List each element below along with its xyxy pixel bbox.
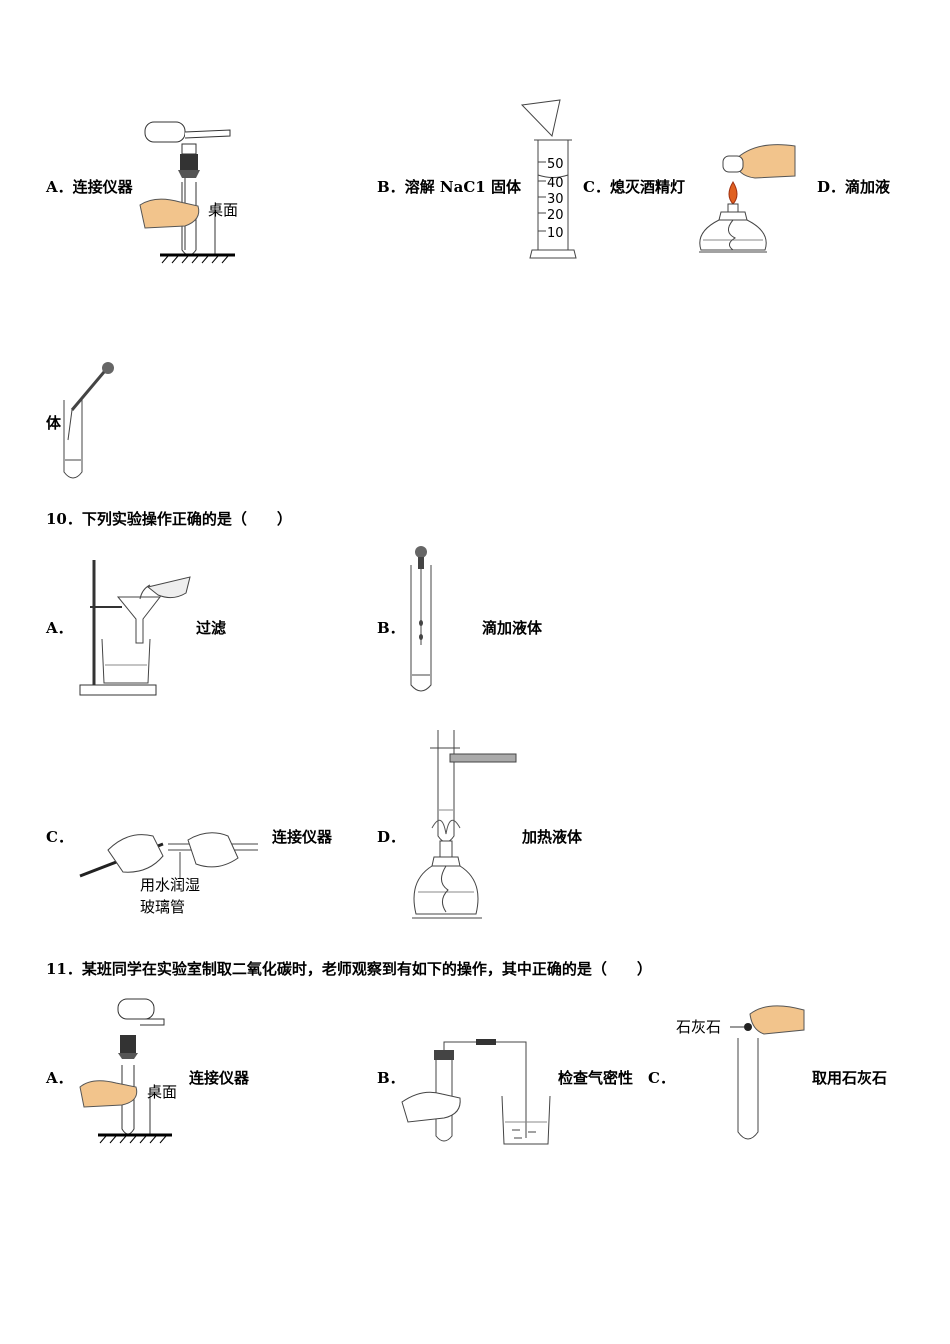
desk-label: 桌面 [208, 201, 239, 219]
q9-option-d-wrap: 体 [46, 414, 62, 432]
q10-option-c-text: 连接仪器 [272, 828, 333, 846]
q9-option-b: B．溶解 NaC1 固体 [377, 178, 521, 196]
figure-connect-on-desk-2 [80, 995, 180, 1145]
q9-option-a: A．连接仪器 [46, 178, 133, 196]
figure-dropper-into-tube [60, 362, 114, 485]
limestone-label: 石灰石 [676, 1018, 722, 1036]
figure-graduated-cylinder [520, 100, 580, 262]
question-11-title: 11．某班同学在实验室制取二氧化碳时，老师观察到有如下的操作，其中正确的是（ ） [46, 960, 652, 978]
q10-option-b-letter: B． [377, 619, 405, 637]
q10-option-d-text: 加热液体 [522, 828, 583, 846]
figure-connect-on-desk [140, 110, 250, 265]
q11-option-a-text: 连接仪器 [189, 1069, 250, 1087]
figure-filtration [78, 555, 198, 700]
q9-option-c: C．熄灭酒精灯 [583, 178, 685, 196]
q10-option-c-letter: C． [46, 828, 73, 846]
figure-dropper-inside-tube [405, 546, 437, 695]
wet-glass-tube-label-2: 玻璃管 [140, 898, 186, 916]
figure-alcohol-lamp-cap [695, 140, 800, 262]
wet-glass-tube-label-1: 用水润湿 [140, 876, 201, 894]
q9-option-d: D．滴加液 [817, 178, 891, 196]
q11-option-a-letter: A． [46, 1069, 73, 1087]
q10-option-d-letter: D． [377, 828, 406, 846]
cylinder-mark-10: 10 [547, 226, 564, 241]
cylinder-mark-50: 50 [547, 157, 564, 172]
q11-option-c-letter: C． [648, 1069, 675, 1087]
figure-connect-rubber-tube [78, 822, 263, 888]
q11-option-c-text: 取用石灰石 [812, 1069, 888, 1087]
q11-option-b-letter: B． [377, 1069, 405, 1087]
figure-airtightness-check [402, 1039, 552, 1148]
desk-label-2: 桌面 [147, 1083, 178, 1101]
q11-option-b-text: 检查气密性 [558, 1069, 634, 1087]
figure-heating-liquid [410, 726, 520, 926]
q10-option-a-letter: A． [46, 619, 73, 637]
q10-option-b-text: 滴加液体 [482, 619, 543, 637]
q10-option-a-text: 过滤 [196, 619, 227, 637]
figure-take-limestone [728, 1000, 808, 1145]
question-10-title: 10．下列实验操作正确的是（ ） [46, 510, 292, 528]
cylinder-mark-30: 30 [547, 192, 564, 207]
cylinder-mark-20: 20 [547, 208, 564, 223]
cylinder-mark-40: 40 [547, 176, 564, 191]
